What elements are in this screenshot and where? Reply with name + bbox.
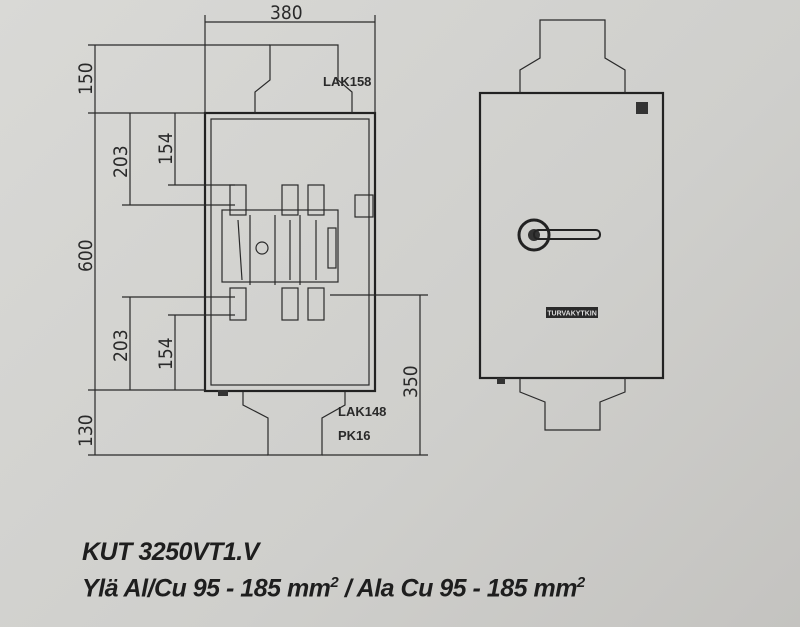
front-top-gland <box>519 19 626 93</box>
dim-top-gland: 150 <box>75 62 97 95</box>
rotary-handle[interactable] <box>517 218 601 252</box>
front-plate-text: TURVAKYTKIN <box>547 311 597 318</box>
dim-lower-203: 203 <box>110 329 132 362</box>
interior-view: 380 150 203 154 600 203 154 130 350 LAK1… <box>75 2 428 456</box>
spec-upper: Ylä Al/Cu 95 - 185 mm <box>82 574 331 603</box>
spec-lower: / Ala Cu 95 - 185 mm <box>338 574 578 603</box>
dim-height: 600 <box>75 239 97 272</box>
dim-lower-154: 154 <box>155 337 177 370</box>
dim-bottom-gland: 130 <box>75 414 97 447</box>
spec-sup-1: 2 <box>330 574 339 591</box>
dim-width: 380 <box>270 2 303 24</box>
top-gland <box>254 44 353 113</box>
bottom-gland <box>242 392 346 456</box>
label-bottom-gland: LAK148 <box>338 404 386 419</box>
lock-icon <box>636 102 648 114</box>
switch-disconnector <box>221 184 374 321</box>
dim-upper-154: 154 <box>155 132 177 165</box>
front-view: TURVAKYTKIN <box>478 19 665 431</box>
spec-sup-2: 2 <box>576 574 585 591</box>
dim-upper-203: 203 <box>110 145 132 178</box>
label-bottom-gland-2: PK16 <box>338 428 371 443</box>
model-title: KUT 3250VT1.V <box>82 538 259 566</box>
label-top-gland: LAK158 <box>323 74 371 89</box>
enclosure-outline <box>203 111 377 393</box>
cable-spec: Ylä Al/Cu 95 - 185 mm2 / Ala Cu 95 - 185… <box>82 574 585 603</box>
front-enclosure <box>478 91 665 380</box>
front-bottom-gland <box>519 378 626 431</box>
dim-lower-depth: 350 <box>400 365 422 398</box>
front-plate <box>546 307 598 318</box>
